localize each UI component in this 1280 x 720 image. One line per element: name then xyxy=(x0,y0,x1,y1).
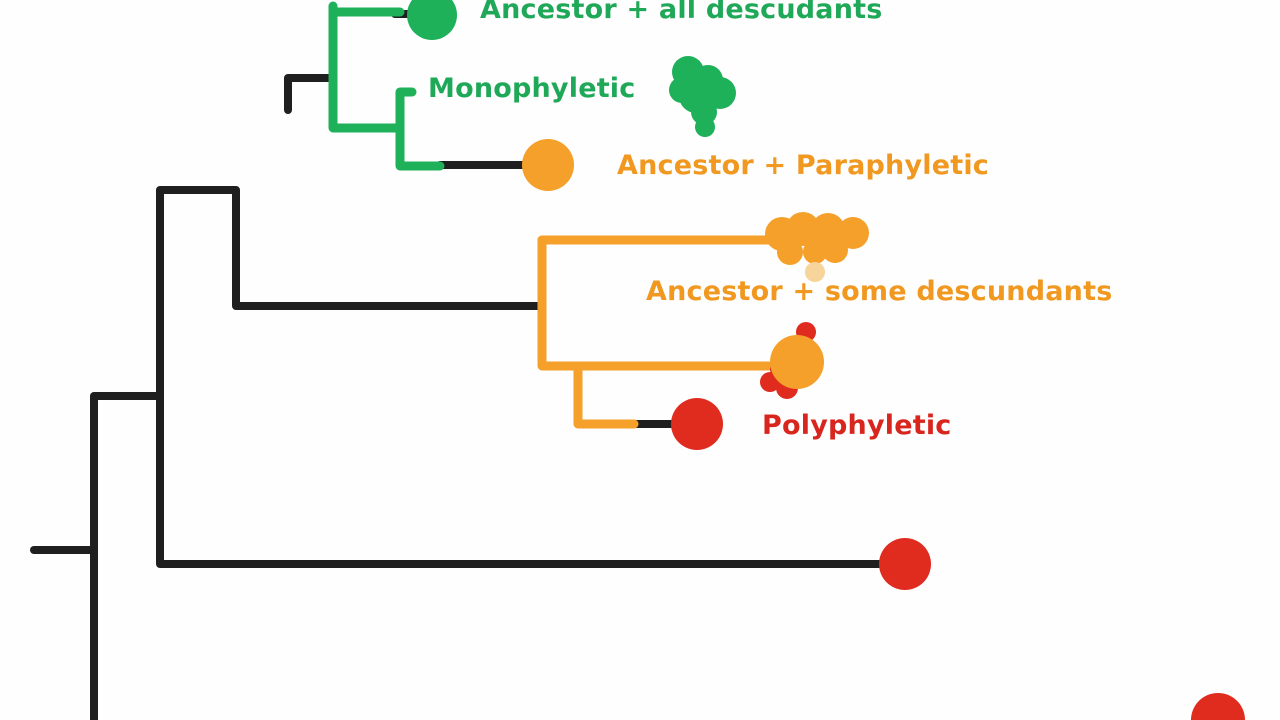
green-node-icon xyxy=(407,0,457,40)
monophyletic-highlight xyxy=(328,1,445,171)
red-node-icon xyxy=(671,398,723,450)
green-scribble-icon xyxy=(669,56,736,137)
polyphyletic-label: Polyphyletic xyxy=(762,410,952,441)
ancestor-some-label: Ancestor + some descundants xyxy=(646,276,1113,307)
green-lower-branch xyxy=(395,123,445,171)
monophyletic-label: Monophyletic xyxy=(428,73,636,104)
orange-lower-branch xyxy=(573,361,639,429)
orange-scribble-icon xyxy=(765,212,869,282)
orange-overlay-node-icon xyxy=(770,335,824,389)
ancestor-paraphyletic-label: Ancestor + Paraphyletic xyxy=(617,150,990,181)
green-clade-stem xyxy=(328,1,405,133)
top-clade-stub xyxy=(284,74,336,114)
ancestor-all-label: Ancestor + all descudants xyxy=(480,0,883,25)
green-mid-branch xyxy=(395,87,417,133)
leaf-nodes xyxy=(407,0,1245,720)
outgroup-branch xyxy=(156,392,909,568)
red-node-icon xyxy=(879,538,931,590)
root-upper-stem xyxy=(90,392,164,554)
orange-clade-stem xyxy=(537,235,800,371)
ingroup-upper-branch xyxy=(156,186,544,400)
black-branches xyxy=(30,10,909,720)
orange-node-icon xyxy=(522,139,574,191)
paraphyletic-highlight xyxy=(537,235,800,429)
red-node-icon xyxy=(1191,693,1245,720)
